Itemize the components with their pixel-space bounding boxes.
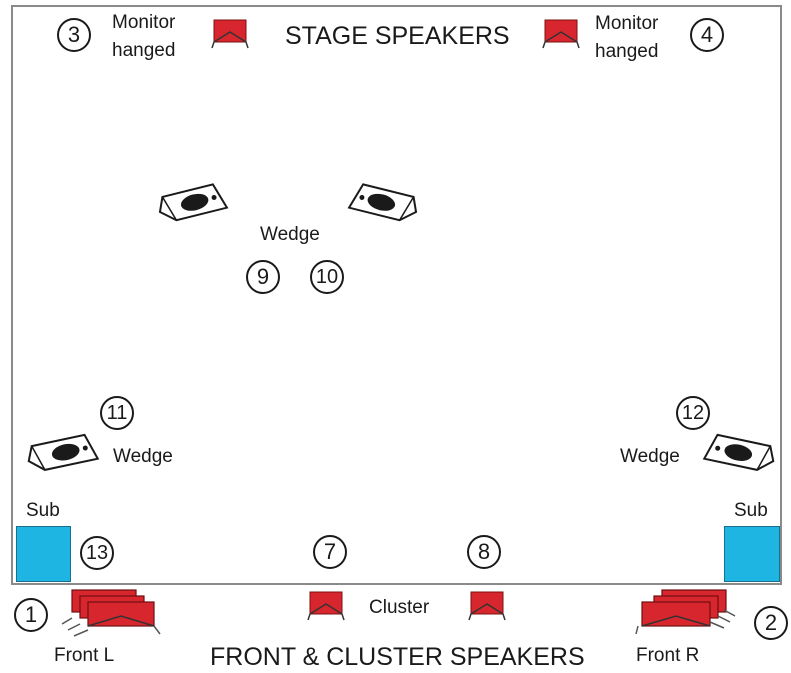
front-right-speaker-array-icon: [635, 589, 736, 635]
number-13: 13: [80, 536, 114, 570]
sub-right-box: [724, 526, 780, 582]
front-left-label: Front L: [54, 645, 115, 666]
monitor-left-label-line1: Monitor: [112, 12, 176, 33]
sub-right-label: Sub: [734, 500, 768, 521]
cluster-label: Cluster: [369, 597, 430, 618]
number-11: 11: [100, 396, 134, 430]
wedge-10-speaker-icon: [347, 183, 418, 222]
monitor-right-label-line1: Monitor: [595, 13, 659, 34]
number-2: 2: [754, 606, 788, 640]
monitor-left-label-line2: hanged: [112, 40, 176, 61]
stage-area: [11, 5, 782, 585]
monitor-right-speaker-icon: [542, 19, 580, 49]
wedge-center-label: Wedge: [260, 224, 320, 245]
number-10: 10: [310, 260, 344, 294]
front-cluster-title: FRONT & CLUSTER SPEAKERS: [210, 643, 585, 671]
wedge-right-label: Wedge: [620, 446, 680, 467]
number-4: 4: [690, 18, 724, 52]
wedge-11-speaker-icon: [27, 433, 100, 471]
number-7: 7: [313, 535, 347, 569]
front-left-speaker-array-icon: [61, 589, 161, 637]
number-1: 1: [14, 598, 48, 632]
sub-left-label: Sub: [26, 500, 60, 521]
wedge-left-label: Wedge: [113, 446, 173, 467]
number-12: 12: [676, 396, 710, 430]
front-right-label: Front R: [636, 645, 700, 666]
monitor-left-speaker-icon: [211, 19, 249, 49]
number-3: 3: [57, 18, 91, 52]
number-8: 8: [467, 535, 501, 569]
stage-speakers-title: STAGE SPEAKERS: [285, 22, 510, 50]
monitor-right-label-line2: hanged: [595, 41, 659, 62]
wedge-12-speaker-icon: [702, 433, 775, 471]
cluster-7-speaker-icon: [307, 591, 345, 621]
sub-left-box: [16, 526, 71, 582]
number-9: 9: [246, 260, 280, 294]
wedge-9-speaker-icon: [158, 183, 229, 222]
cluster-8-speaker-icon: [468, 591, 506, 621]
